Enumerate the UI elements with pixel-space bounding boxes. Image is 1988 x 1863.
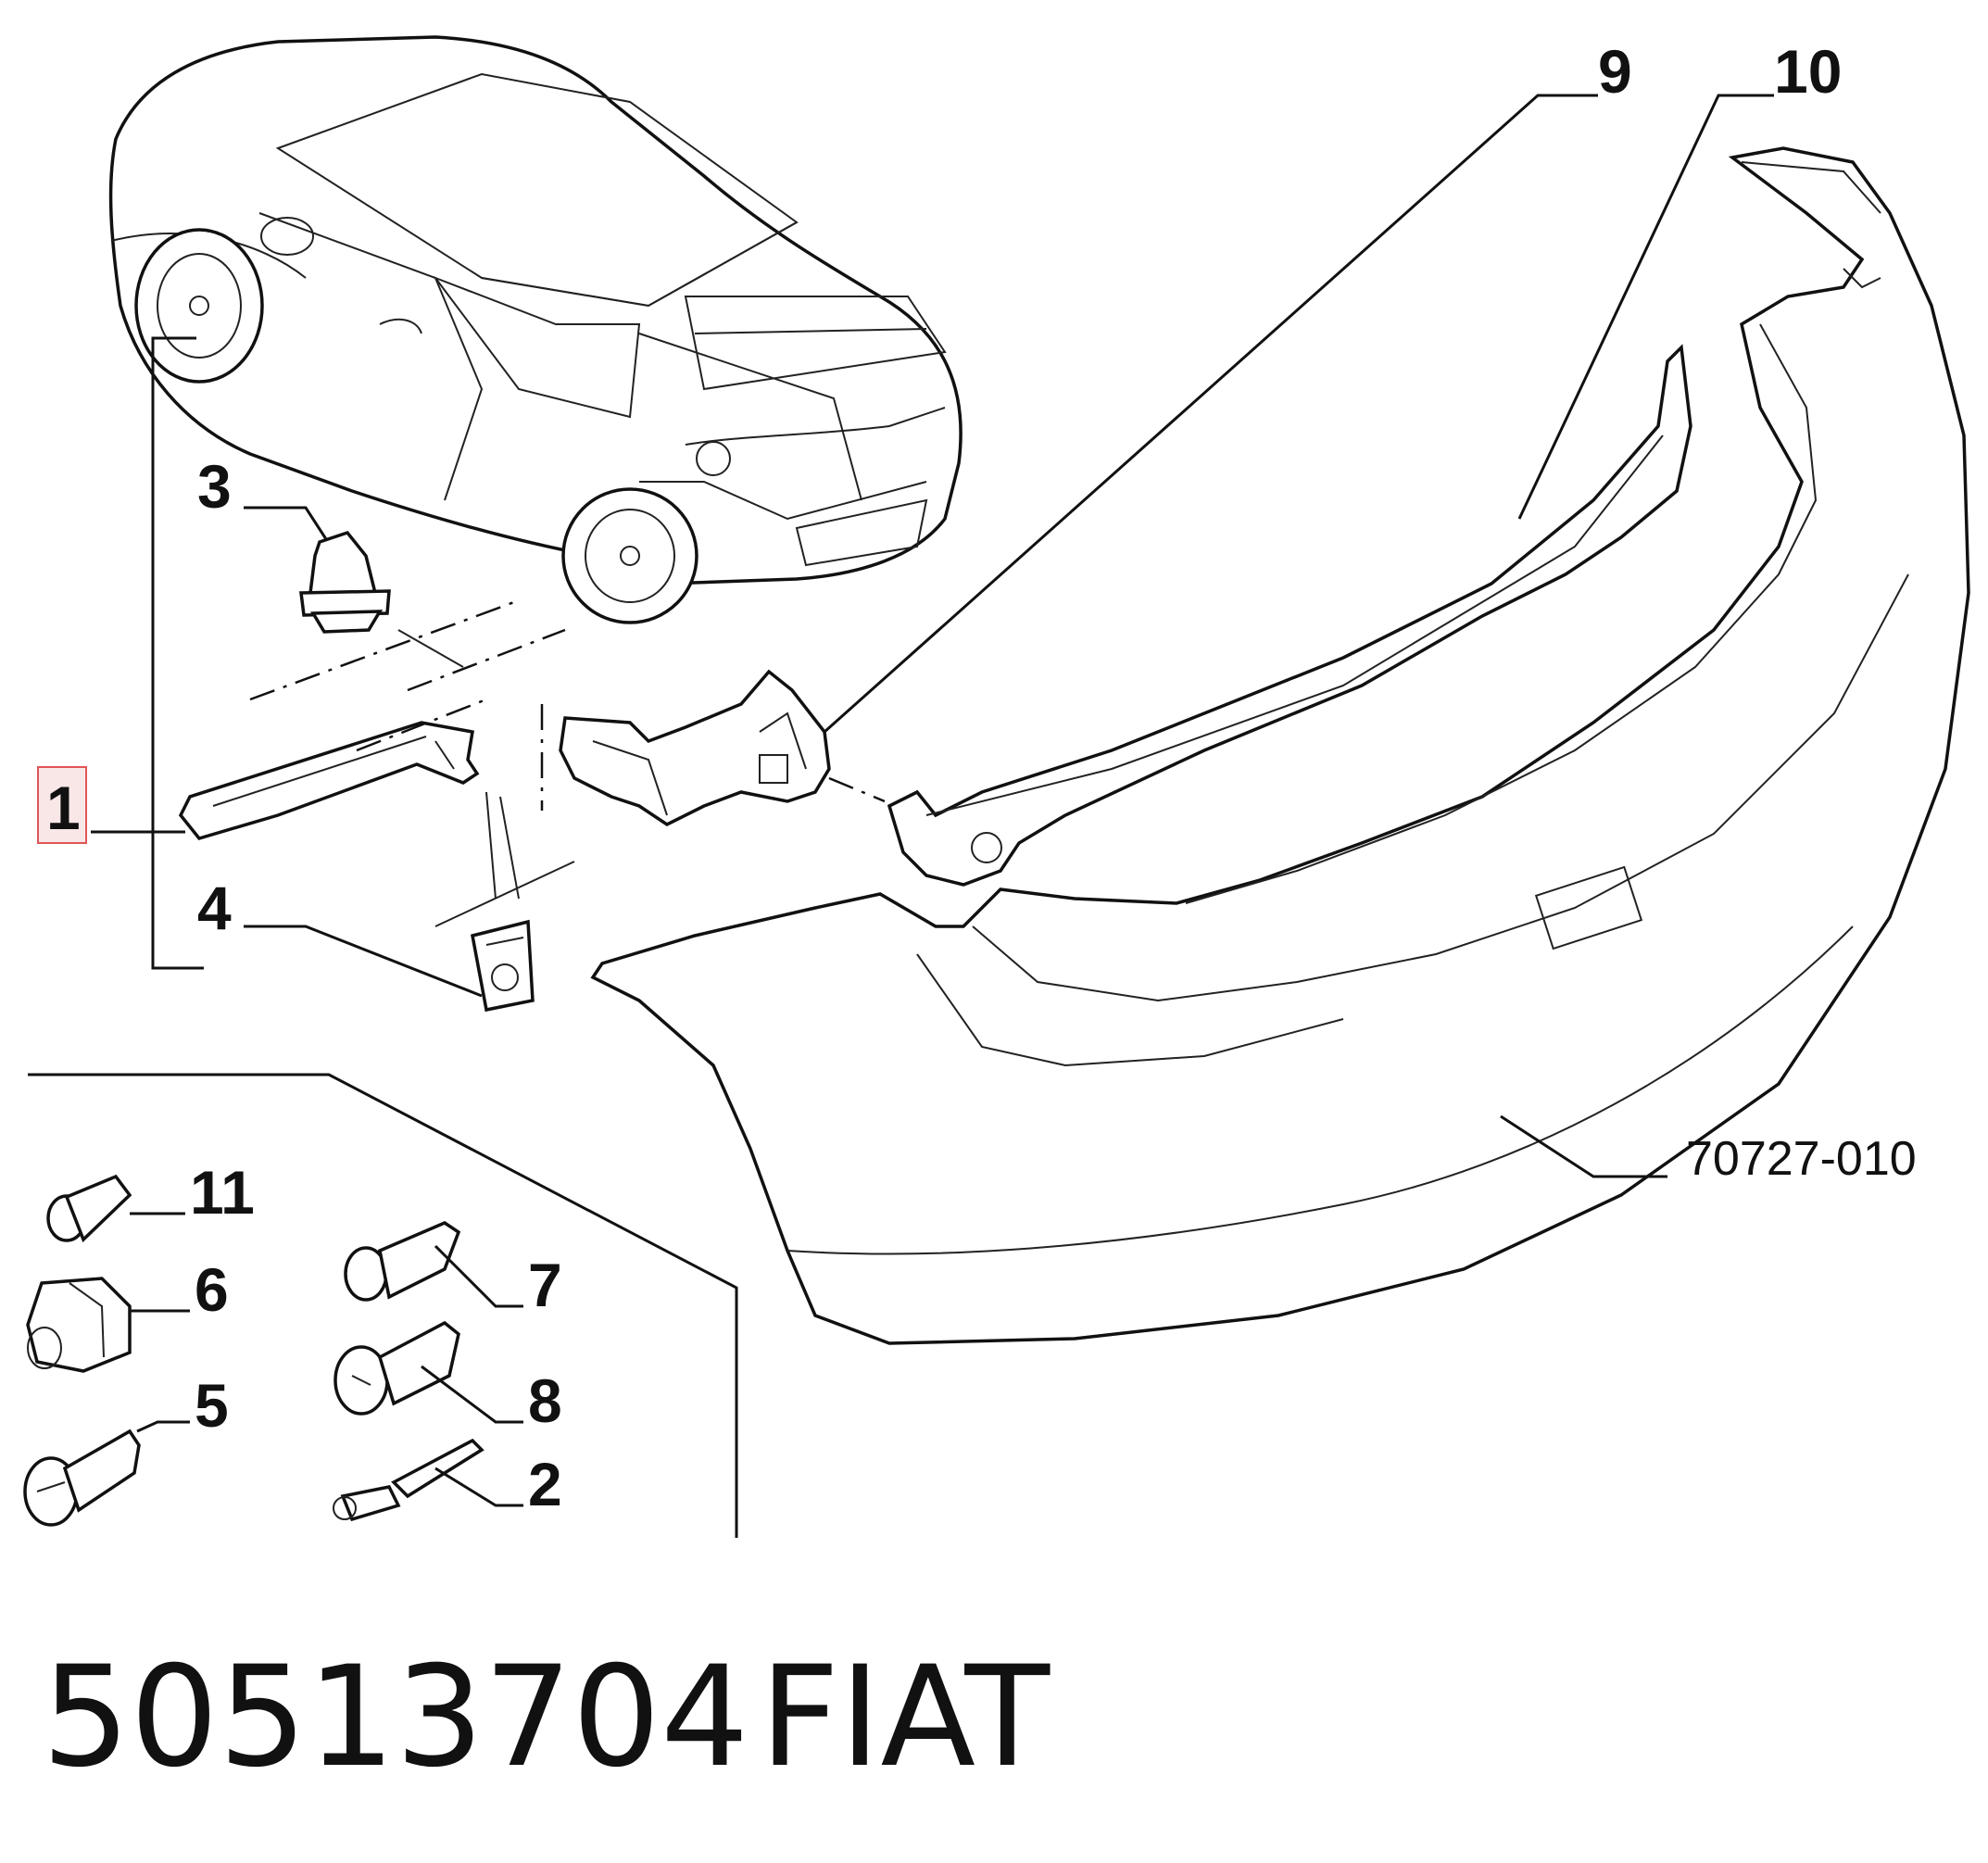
label-4: 4 [197,874,232,942]
label-10: 10 [1774,37,1842,106]
label-11: 11 [190,1158,255,1227]
leader-5 [136,1420,190,1433]
reinforcement-part-10 [887,344,1692,887]
assembly-line [828,776,886,803]
leader-2 [434,1466,523,1507]
bracket-part-1 [178,721,480,841]
label-7: 7 [528,1251,562,1319]
leader-4 [244,925,483,998]
push-clip-part-3 [299,530,391,634]
label-2: 2 [528,1450,562,1518]
label-5: 5 [195,1371,229,1440]
leader-ref [1500,1114,1667,1178]
fastener-part-6 [26,1277,132,1373]
assembly-line [356,698,487,752]
leader-7 [434,1244,523,1308]
fastener-divider [28,1073,738,1538]
fastener-part-11 [46,1174,132,1243]
assembly-line [407,628,566,692]
rear-bumper-cover [590,146,1970,1345]
leader-3 [244,506,328,540]
leader-10 [1517,94,1774,520]
label-6: 6 [195,1255,229,1324]
label-3: 3 [197,452,232,521]
leader-9 [824,94,1598,734]
rivet-part-2 [333,1438,484,1522]
assembly-line [485,791,497,900]
mount-bracket-part-9 [559,669,831,827]
fastener-part-8 [333,1320,460,1416]
car-illustration [108,35,963,624]
assembly-line [249,600,515,701]
rear-wheel [134,228,264,384]
assembly-line [397,629,464,668]
reference-label: 70727-010 [1686,1132,1917,1186]
part-number: 50513704 [42,1637,749,1798]
licence-plate-recess [1534,865,1643,950]
leader-8 [421,1365,523,1424]
front-wheel [561,487,698,624]
label-1: 1 [46,774,81,842]
assembly-line [499,796,520,900]
label-9: 9 [1598,37,1632,106]
brand-name: FIAT [760,1637,1051,1798]
group-bracket [151,336,204,970]
label-1-highlight [37,766,87,844]
assembly-line [434,861,575,927]
fastener-part-7 [344,1221,461,1302]
fastener-part-5 [23,1429,141,1527]
nut-clip-part-4 [470,919,535,1013]
label-8: 8 [528,1366,562,1435]
